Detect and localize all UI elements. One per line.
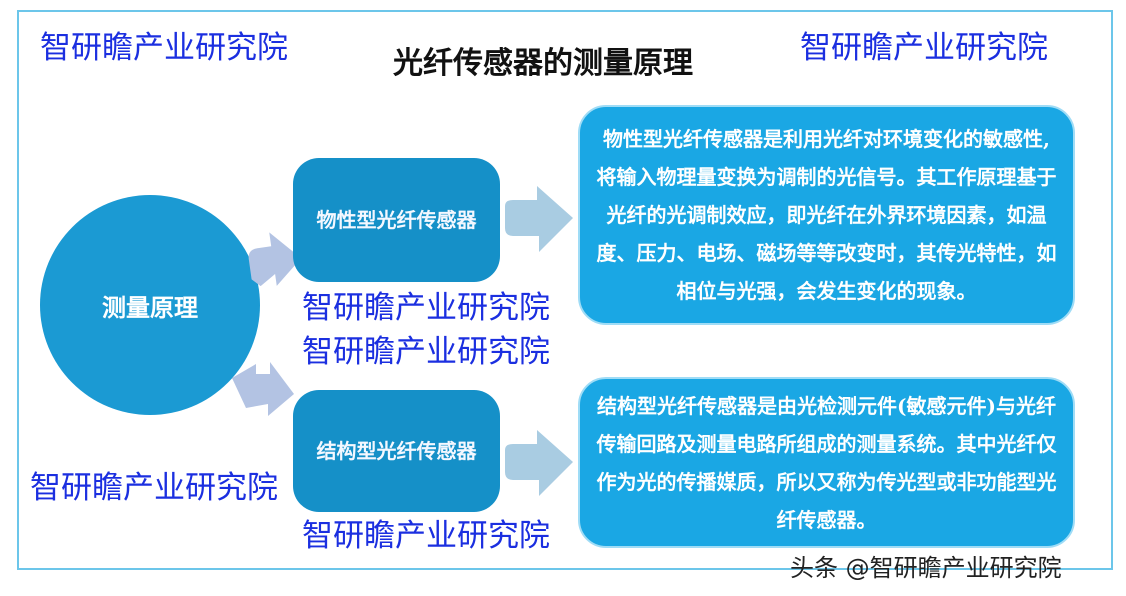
description-box-structural: 结构型光纤传感器是由光检测元件(敏感元件)与光纤传输回路及测量电路所组成的测量系… [578,377,1075,548]
arrow-icon [232,362,294,416]
watermark: 智研瞻产业研究院 [302,290,550,326]
description-box-physical: 物性型光纤传感器是利用光纤对环境变化的敏感性,将输入物理量变换为调制的光信号。其… [578,105,1075,325]
description-text: 物性型光纤传感器是利用光纤对环境变化的敏感性,将输入物理量变换为调制的光信号。其… [596,127,1057,303]
arrow-icon [248,232,302,287]
diagram-title: 光纤传感器的测量原理 [393,46,693,81]
diagram-frame [17,10,1113,570]
arrow-icon [505,186,573,252]
watermark: 智研瞻产业研究院 [30,470,278,506]
description-text: 结构型光纤传感器是由光检测元件(敏感元件)与光纤传输回路及测量电路所组成的测量系… [596,393,1057,532]
type-label: 结构型光纤传感器 [316,439,477,463]
type-box-physical: 物性型光纤传感器 [293,158,500,282]
source-footer: 头条 @智研瞻产业研究院 [790,554,1062,582]
arrow-icon [505,430,573,496]
center-node: 测量原理 [40,195,260,415]
type-box-structural: 结构型光纤传感器 [293,390,500,512]
type-label: 物性型光纤传感器 [316,208,477,232]
watermark: 智研瞻产业研究院 [40,30,288,66]
center-label: 测量原理 [102,292,198,322]
watermark: 智研瞻产业研究院 [800,30,1048,66]
watermark: 智研瞻产业研究院 [302,334,550,370]
watermark: 智研瞻产业研究院 [302,518,550,554]
